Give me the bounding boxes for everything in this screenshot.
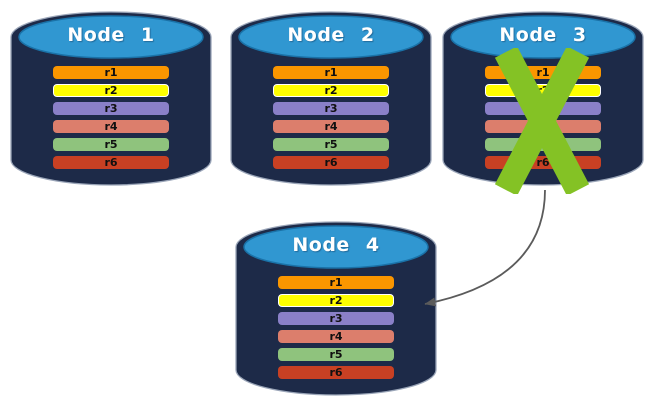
replica-row-r4: r4 <box>53 120 169 133</box>
replica-row-r3: r3 <box>278 312 394 325</box>
node-3: Node 3 r1 r2 r3 r4 r5 r6 <box>440 10 646 194</box>
replica-row-r6: r6 <box>53 156 169 169</box>
replica-rows: r1 r2 r3 r4 r5 r6 <box>53 66 169 169</box>
replica-rows: r1 r2 r3 r4 r5 r6 <box>273 66 389 169</box>
replica-row-r1: r1 <box>53 66 169 79</box>
replica-row-r3: r3 <box>273 102 389 115</box>
cylinder-top <box>450 15 636 59</box>
node-title: Node 2 <box>287 24 375 46</box>
cylinder-top <box>238 15 424 59</box>
replica-rows: r1 r2 r3 r4 r5 r6 <box>278 276 394 379</box>
node-title: Node 3 <box>499 24 587 46</box>
replication-arrow-icon <box>424 189 546 307</box>
replica-row-r1: r1 <box>278 276 394 289</box>
node-title: Node 4 <box>292 234 380 256</box>
node-1: Node 1 r1 r2 r3 r4 r5 r6 <box>8 10 214 188</box>
node-4: Node 4 r1 r2 r3 r4 r5 r6 <box>233 220 439 398</box>
node-title: Node 1 <box>67 24 155 46</box>
replica-row-r4: r4 <box>278 330 394 343</box>
replica-row-r2: r2 <box>53 84 169 97</box>
node-2: Node 2 r1 r2 r3 r4 r5 r6 <box>228 10 434 188</box>
cylinder-top <box>243 225 429 269</box>
replica-row-r3: r3 <box>53 102 169 115</box>
replica-row-r1: r1 <box>273 66 389 79</box>
replica-row-r6: r6 <box>278 366 394 379</box>
replica-row-r6: r6 <box>273 156 389 169</box>
cylinder-top <box>18 15 204 59</box>
replica-row-r5: r5 <box>53 138 169 151</box>
replica-row-r4: r4 <box>273 120 389 133</box>
replica-row-r2: r2 <box>273 84 389 97</box>
replica-row-r2: r2 <box>278 294 394 307</box>
failure-x-icon <box>494 48 590 194</box>
replica-row-r5: r5 <box>273 138 389 151</box>
replica-row-r5: r5 <box>278 348 394 361</box>
